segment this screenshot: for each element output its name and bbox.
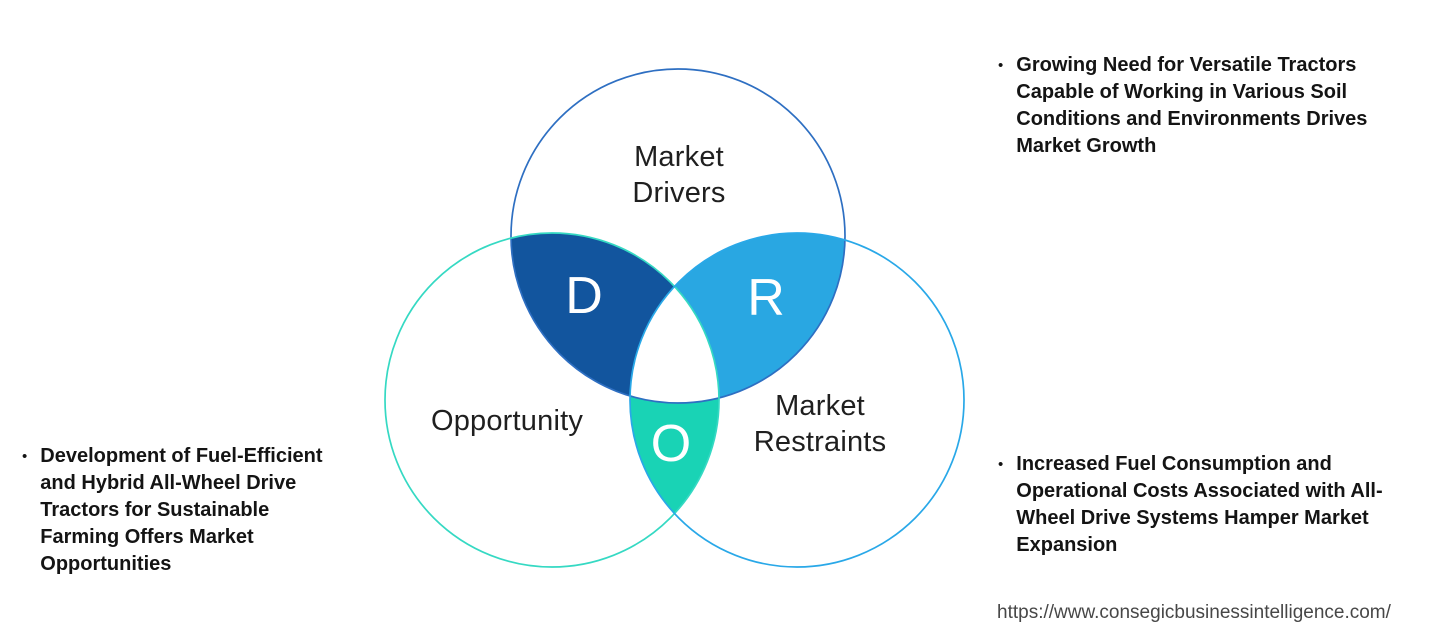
drivers-bullet-block: • Growing Need for Versatile Tractors Ca…	[998, 52, 1367, 160]
opportunities-bullet-block: • Development of Fuel-Efficient and Hybr…	[22, 443, 323, 578]
restraints-bullet-text: Increased Fuel Consumption and Operation…	[1016, 453, 1383, 556]
opportunity-label: Opportunity	[430, 405, 584, 437]
market-restraints-label: Market Restraints	[753, 390, 887, 458]
bullet-dot-icon: •	[22, 448, 28, 465]
drivers-circle-outline	[510, 68, 846, 404]
bullet-dot-icon: •	[998, 57, 1004, 74]
restraints-bullet-block: • Increased Fuel Consumption and Operati…	[998, 451, 1383, 559]
source-url-link[interactable]: https://www.consegicbusinessintelligence…	[997, 602, 1391, 623]
bullet-dot-icon: •	[998, 456, 1004, 473]
restraints-circle-outline	[629, 232, 965, 568]
lens-r-letter: R	[747, 269, 785, 327]
opportunities-bullet-text: Development of Fuel-Efficient and Hybrid…	[40, 445, 323, 575]
lens-o-letter: O	[650, 415, 692, 473]
lens-d-letter: D	[565, 267, 603, 325]
opportunity-circle-outline	[384, 232, 720, 568]
drivers-bullet-text: Growing Need for Versatile Tractors Capa…	[1016, 54, 1368, 157]
market-drivers-label: Market Drivers	[632, 141, 726, 209]
